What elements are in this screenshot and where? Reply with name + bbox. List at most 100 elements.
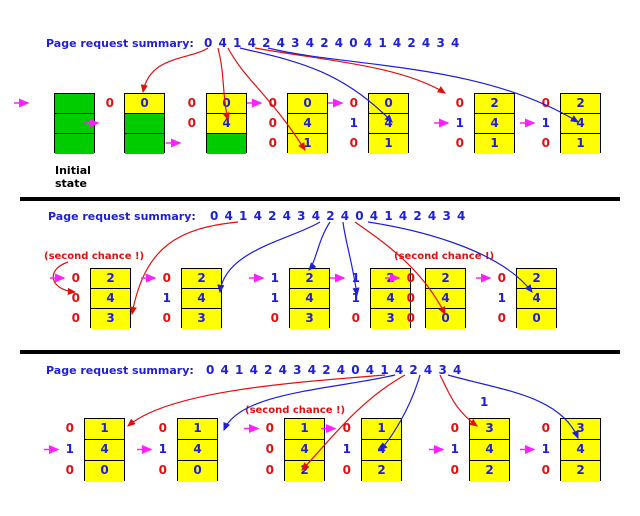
frame-slot: [207, 134, 246, 154]
frame-slot: 4: [371, 289, 410, 309]
frame-slot: 4: [182, 289, 221, 309]
frame-slot: 2: [475, 94, 514, 114]
reference-bit: 1: [65, 442, 74, 456]
frame-slot: 0: [426, 309, 465, 329]
section-divider: [20, 197, 620, 201]
reference-bit: 0: [158, 463, 167, 477]
request-arrow: [254, 47, 447, 94]
reference-bit: 0: [455, 136, 464, 150]
reference-bit: 0: [450, 421, 459, 435]
frame-slot: 2: [362, 461, 401, 482]
reference-bit: 0: [71, 271, 80, 285]
section-divider: [20, 350, 620, 354]
request-arrow: [127, 374, 386, 427]
request-arrow: [52, 261, 77, 296]
reference-bit: 0: [162, 311, 171, 325]
request-arrow: [367, 221, 533, 293]
frame-slot: 4: [288, 114, 327, 134]
reference-bit: 0: [541, 96, 550, 110]
frame-slot: 3: [470, 419, 509, 440]
request-arrow: [308, 221, 331, 271]
second-chance-note: (second chance !): [394, 251, 495, 262]
frame-slot: 3: [91, 309, 130, 329]
reference-bit: 0: [187, 96, 196, 110]
page-frame: [54, 93, 95, 154]
reference-bit: 1: [541, 116, 550, 130]
frame-slot: 4: [561, 440, 600, 461]
frame-slot: 4: [470, 440, 509, 461]
reference-bit: 0: [268, 96, 277, 110]
frame-slot: 0: [517, 309, 556, 329]
reference-bit: 0: [268, 116, 277, 130]
reference-bit: 0: [541, 463, 550, 477]
reference-bit: 0: [450, 463, 459, 477]
frame-slot: 0: [178, 461, 217, 482]
frame-slot: [55, 114, 94, 134]
reference-bit: 0: [455, 96, 464, 110]
reference-bit: 1: [351, 291, 360, 305]
frame-slot: 1: [362, 419, 401, 440]
page-frame: 0: [124, 93, 165, 154]
initial-state-label: Initial state: [55, 164, 91, 190]
request-arrow: [342, 221, 360, 297]
frame-slot: [125, 114, 164, 134]
reference-bit: 0: [406, 311, 415, 325]
frame-slot: 0: [85, 461, 124, 482]
frame-slot: 4: [91, 289, 130, 309]
request-arrow: [217, 221, 321, 294]
section-1-sequence: 0 4 1 4 2 4 3 4 2 4 0 4 1 4 2 4 3 4: [204, 36, 460, 50]
reference-bit: 0: [187, 116, 196, 130]
reference-bit: 0: [342, 421, 351, 435]
frame-slot: 1: [85, 419, 124, 440]
frame-slot: 1: [285, 419, 324, 440]
request-arrow: [223, 374, 396, 432]
reference-bit: 0: [71, 291, 80, 305]
frame-slot: 2: [517, 269, 556, 289]
section-1-title: Page request summary:: [46, 37, 194, 50]
reference-bit: 1: [450, 442, 459, 456]
frame-slot: 2: [182, 269, 221, 289]
frame-slot: 4: [207, 114, 246, 134]
reference-bit: 1: [497, 291, 506, 305]
reference-bit: 0: [349, 136, 358, 150]
frame-slot: 4: [290, 289, 329, 309]
reference-bit: 1: [342, 442, 351, 456]
frame-slot: 1: [369, 134, 408, 154]
frame-slot: 3: [290, 309, 329, 329]
reference-bit: 1: [270, 291, 279, 305]
reference-bit: 0: [541, 421, 550, 435]
reference-bit: 0: [65, 421, 74, 435]
request-arrow: [129, 221, 239, 316]
reference-bit: 0: [349, 96, 358, 110]
reference-bit: 0: [71, 311, 80, 325]
frame-slot: 2: [561, 461, 600, 482]
frame-slot: 1: [475, 134, 514, 154]
second-chance-note: (second chance !): [44, 251, 145, 262]
request-arrow: [447, 374, 579, 440]
section-3-title: Page request summary:: [46, 364, 194, 377]
frame-slot: 4: [517, 289, 556, 309]
second-chance-note: (second chance !): [245, 405, 346, 416]
request-arrow: [217, 47, 230, 122]
reference-bit: 0: [265, 463, 274, 477]
section-2-sequence: 0 4 1 4 2 4 3 4 2 4 0 4 1 4 2 4 3 4: [210, 209, 466, 223]
reference-bit: 0: [265, 442, 274, 456]
reference-bit: 0: [270, 311, 279, 325]
reference-bit: 0: [406, 271, 415, 285]
frame-slot: 4: [369, 114, 408, 134]
reference-bit: 1: [158, 442, 167, 456]
extra-value-label: 1: [480, 395, 489, 409]
reference-bit: 0: [268, 136, 277, 150]
reference-bit: 0: [406, 291, 415, 305]
